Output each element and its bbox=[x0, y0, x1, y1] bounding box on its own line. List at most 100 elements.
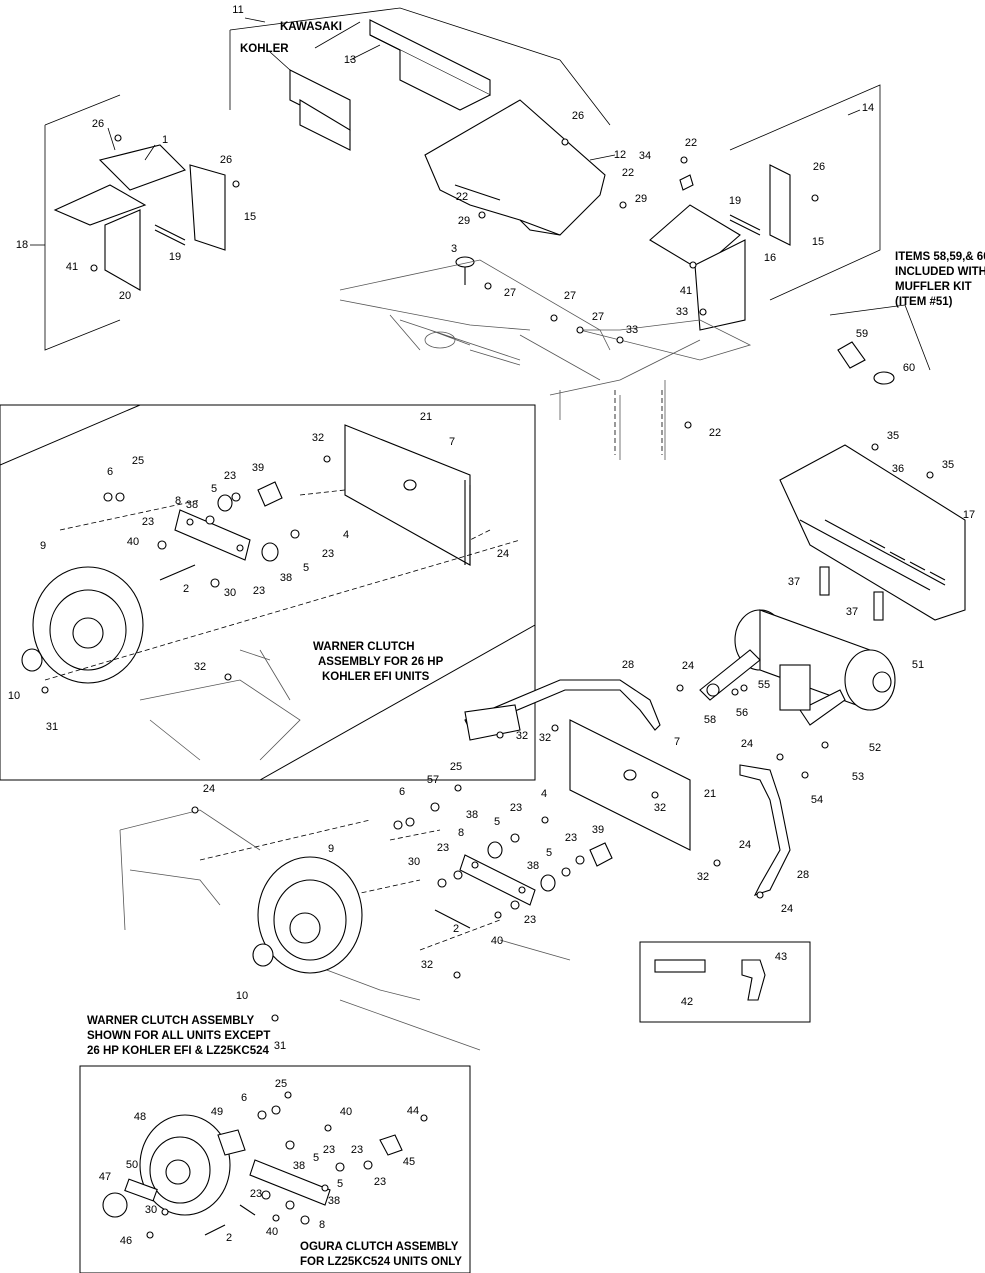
callout: 2 bbox=[226, 1232, 232, 1244]
callout: 23 bbox=[351, 1144, 363, 1156]
callout: 15 bbox=[244, 211, 256, 223]
callout: 41 bbox=[66, 261, 78, 273]
callout: 59 bbox=[856, 328, 868, 340]
callout: 22 bbox=[456, 191, 468, 203]
callout: 23 bbox=[250, 1188, 262, 1200]
label-kohler: KOHLER bbox=[240, 43, 289, 55]
callout: 26 bbox=[813, 161, 825, 173]
callout: 6 bbox=[399, 786, 405, 798]
callout: 38 bbox=[293, 1160, 305, 1172]
callout: 8 bbox=[458, 827, 464, 839]
callout: 27 bbox=[592, 311, 604, 323]
callout: 48 bbox=[134, 1111, 146, 1123]
callout: 23 bbox=[437, 842, 449, 854]
callout: 27 bbox=[564, 290, 576, 302]
callout: 24 bbox=[203, 783, 215, 795]
callout: 38 bbox=[328, 1195, 340, 1207]
callout: 23 bbox=[374, 1176, 386, 1188]
callout: 33 bbox=[676, 306, 688, 318]
callout: 23 bbox=[322, 548, 334, 560]
callout: 4 bbox=[541, 788, 547, 800]
callout: 44 bbox=[407, 1105, 419, 1117]
callout: 38 bbox=[280, 572, 292, 584]
callout: 8 bbox=[319, 1219, 325, 1231]
callout: 32 bbox=[312, 432, 324, 444]
callout: 6 bbox=[107, 466, 113, 478]
callout: 38 bbox=[186, 499, 198, 511]
callout: 5 bbox=[494, 816, 500, 828]
callout: 5 bbox=[303, 562, 309, 574]
warner-efi-line-3: KOHLER EFI UNITS bbox=[322, 671, 430, 683]
callout: 24 bbox=[682, 660, 694, 672]
callout: 29 bbox=[458, 215, 470, 227]
callout: 14 bbox=[862, 102, 874, 114]
callout: 22 bbox=[685, 137, 697, 149]
callout: 53 bbox=[852, 771, 864, 783]
callout: 32 bbox=[194, 661, 206, 673]
callout: 8 bbox=[175, 495, 181, 507]
callout: 2 bbox=[453, 923, 459, 935]
callout: 9 bbox=[40, 540, 46, 552]
callout: 13 bbox=[344, 54, 356, 66]
muffler-kit-line-3: MUFFLER KIT bbox=[895, 281, 972, 293]
callout: 7 bbox=[449, 436, 455, 448]
callout: 1 bbox=[162, 134, 168, 146]
callout: 23 bbox=[224, 470, 236, 482]
callout: 38 bbox=[527, 860, 539, 872]
callout: 28 bbox=[797, 869, 809, 881]
callout: 57 bbox=[427, 774, 439, 786]
callout: 27 bbox=[504, 287, 516, 299]
callout: 54 bbox=[811, 794, 823, 806]
callout: 23 bbox=[565, 832, 577, 844]
callout: 19 bbox=[729, 195, 741, 207]
callout: 56 bbox=[736, 707, 748, 719]
callout: 29 bbox=[635, 193, 647, 205]
text-labels: KAWASAKI KOHLER ITEMS 58,59,& 60 INCLUDE… bbox=[87, 21, 985, 1268]
callout: 22 bbox=[709, 427, 721, 439]
callout: 25 bbox=[275, 1078, 287, 1090]
ogura-line-1: OGURA CLUTCH ASSEMBLY bbox=[300, 1241, 459, 1253]
callout: 32 bbox=[516, 730, 528, 742]
callout: 32 bbox=[654, 802, 666, 814]
warner-efi-line-1: WARNER CLUTCH bbox=[313, 641, 415, 653]
callout: 10 bbox=[236, 990, 248, 1002]
callout: 12 bbox=[614, 149, 626, 161]
callout: 17 bbox=[963, 509, 975, 521]
callout: 30 bbox=[145, 1204, 157, 1216]
callout: 39 bbox=[592, 824, 604, 836]
callout: 47 bbox=[99, 1171, 111, 1183]
callout: 40 bbox=[127, 536, 139, 548]
callout: 2 bbox=[183, 583, 189, 595]
callout: 38 bbox=[466, 809, 478, 821]
callout: 45 bbox=[403, 1156, 415, 1168]
callout: 5 bbox=[211, 483, 217, 495]
callout: 21 bbox=[420, 411, 432, 423]
muffler-kit-line-4: (ITEM #51) bbox=[895, 296, 953, 308]
callout: 35 bbox=[887, 430, 899, 442]
callout: 21 bbox=[704, 788, 716, 800]
callout: 26 bbox=[220, 154, 232, 166]
muffler-kit-line-1: ITEMS 58,59,& 60 bbox=[895, 251, 985, 263]
callout: 22 bbox=[622, 167, 634, 179]
ogura-box bbox=[79, 1065, 471, 1273]
callout: 40 bbox=[340, 1106, 352, 1118]
callout: 25 bbox=[450, 761, 462, 773]
callout: 32 bbox=[421, 959, 433, 971]
callout: 24 bbox=[781, 903, 793, 915]
callout: 40 bbox=[266, 1226, 278, 1238]
callout: 23 bbox=[142, 516, 154, 528]
warner-all-line-3: 26 HP KOHLER EFI & LZ25KC524 bbox=[87, 1045, 270, 1057]
callout: 24 bbox=[739, 839, 751, 851]
callout: 30 bbox=[224, 587, 236, 599]
callout: 60 bbox=[903, 362, 915, 374]
muffler-assembly bbox=[464, 443, 966, 899]
callout: 36 bbox=[892, 463, 904, 475]
label-kawasaki: KAWASAKI bbox=[280, 21, 342, 33]
callout: 33 bbox=[626, 324, 638, 336]
muffler-kit-line-2: INCLUDED WITH bbox=[895, 266, 985, 278]
callout: 5 bbox=[337, 1178, 343, 1190]
callout: 7 bbox=[674, 736, 680, 748]
callout: 26 bbox=[92, 118, 104, 130]
callout: 49 bbox=[211, 1106, 223, 1118]
